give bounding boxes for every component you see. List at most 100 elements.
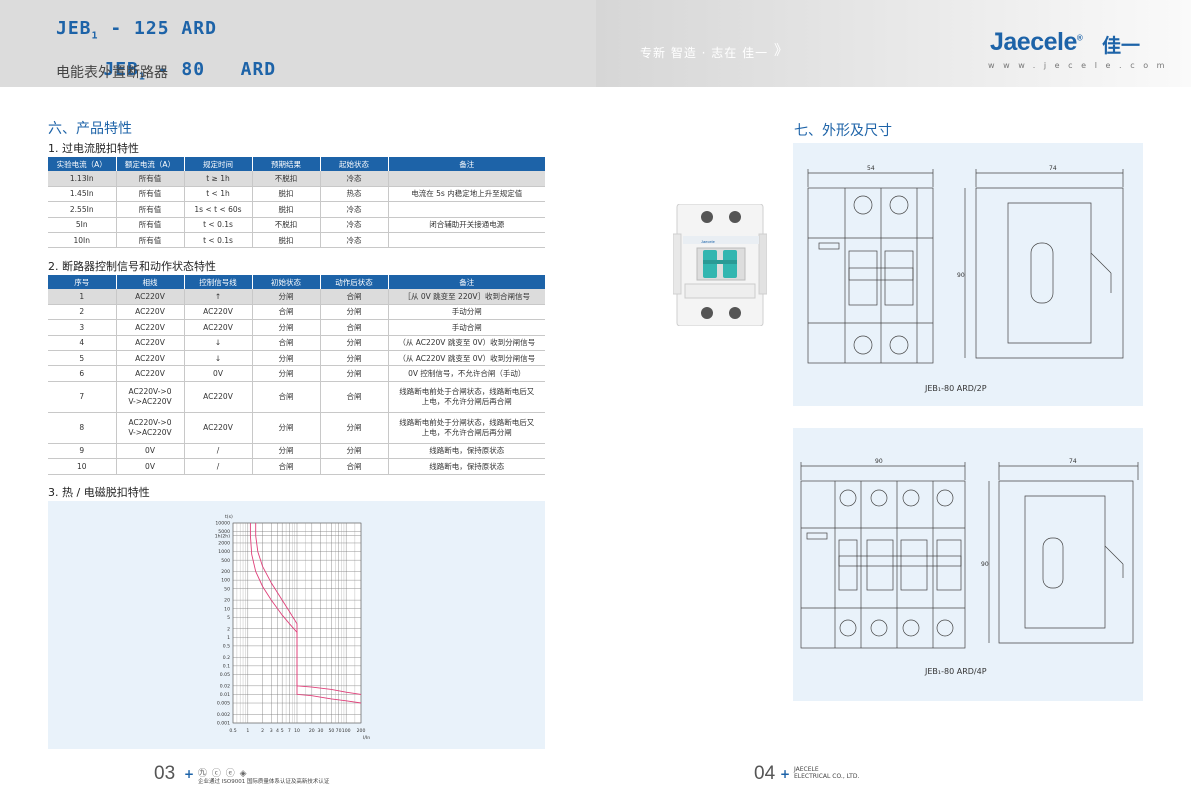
table-cell: 9	[48, 443, 117, 460]
column-header: 序号	[48, 275, 117, 289]
section7-title: 七、外形及尺寸	[794, 123, 892, 139]
y-tick-label: 50	[224, 586, 230, 592]
y-tick-label: 5	[227, 615, 230, 621]
column-header: 额定电流（A）	[116, 157, 185, 171]
x-tick-label: 7	[288, 728, 291, 734]
table-cell: 冷态	[320, 201, 389, 218]
table-cell: AC220V	[184, 412, 253, 444]
x-tick-label: 100	[342, 728, 351, 734]
table-cell: 所有值	[116, 201, 185, 218]
x-tick-label: 200	[357, 728, 366, 734]
table-cell: ［从 0V 跳变至 220V］收到合闸信号	[388, 289, 545, 305]
table-cell: 合闸	[252, 458, 321, 475]
x-tick-label: 0.5	[229, 728, 236, 734]
drawing2-depth-label: 74	[1069, 458, 1077, 465]
drawing1-depth-label: 74	[1049, 165, 1057, 172]
section6-sub3: 3. 热 / 电磁脱扣特性	[48, 486, 150, 499]
table-cell: 6	[48, 365, 117, 382]
y-tick-label: 0.05	[220, 672, 230, 678]
table-cell: 所有值	[116, 171, 185, 187]
table-cell: 0V	[116, 443, 185, 460]
table-cell	[388, 232, 545, 249]
column-header: 起始状态	[320, 157, 389, 171]
table-cell: 合闸	[320, 381, 389, 413]
table-cell: AC220V	[116, 365, 185, 382]
table-cell: AC220V->0 V->AC220V	[116, 381, 185, 413]
drawing1-height-label: 90	[957, 272, 965, 279]
table-cell: 分闸	[252, 319, 321, 336]
table-cell: 闭合辅助开关接通电源	[388, 217, 545, 234]
y-tick-label: 0.5	[223, 643, 230, 649]
drawing-4p-panel	[793, 428, 1143, 701]
table-cell: 冷态	[320, 232, 389, 249]
model-title-line2: JEB1 - 80 ARD	[103, 59, 277, 83]
table-cell: 5In	[48, 217, 117, 234]
drawing2-height-label: 90	[981, 561, 989, 568]
table-cell: 所有值	[116, 186, 185, 203]
x-tick-label: 50	[328, 728, 334, 734]
column-header: 实验电流（A）	[48, 157, 117, 171]
y-tick-label: 1	[227, 635, 230, 641]
header-left-band	[0, 0, 596, 87]
table-cell: ↓	[184, 350, 253, 367]
table-cell: 合闸	[320, 289, 389, 305]
drawing1-caption: JEB₁-80 ARD/2P	[925, 384, 987, 393]
y-tick-label: 0.01	[220, 692, 230, 698]
table-cell: /	[184, 458, 253, 475]
y-tick-label: 0.001	[217, 721, 230, 727]
y-tick-label: 1h(2h)	[215, 533, 230, 539]
table-cell: 热态	[320, 186, 389, 203]
y-tick-label: 2	[227, 626, 230, 632]
table-cell: 8	[48, 412, 117, 444]
page-number-right: 04	[754, 763, 776, 784]
table-cell: 分闸	[320, 443, 389, 460]
table-cell: 线路断电前处于合闸状态，线路断电后又 上电，不允许分闸后再合闸	[388, 381, 545, 413]
company-line1: JAECELE	[794, 766, 819, 773]
drawing-4p: 90 74 90	[800, 458, 1139, 649]
table-cell: 电流在 5s 内稳定地上升至规定值	[388, 186, 545, 203]
certification-text: 企业通过 ISO9001 国际质量体系认证及高新技术认证	[198, 779, 330, 785]
table-cell: AC220V	[184, 304, 253, 321]
table-cell: 所有值	[116, 217, 185, 234]
x-tick-label: 1	[246, 728, 249, 734]
page-number-left: 03	[154, 763, 176, 784]
table-cell: t < 0.1s	[184, 232, 253, 249]
product-brand-text: Jaecele	[701, 239, 716, 244]
table-cell: 不脱扣	[252, 171, 321, 187]
y-tick-label: 5000	[218, 529, 230, 535]
table-cell: 分闸	[252, 350, 321, 367]
y-tick-label: 0.005	[217, 701, 230, 707]
y-axis-label: t(s)	[225, 514, 233, 520]
trip-curve-2	[255, 523, 362, 704]
slogan-arrow-icon: 》	[774, 43, 788, 59]
table-cell: 5	[48, 350, 117, 367]
table-cell: AC220V	[184, 319, 253, 336]
table-cell: 脱扣	[252, 201, 321, 218]
table-cell: 分闸	[252, 443, 321, 460]
table-cell: AC220V	[116, 289, 185, 305]
table-cell: /	[184, 443, 253, 460]
x-tick-label: 4	[276, 728, 279, 734]
table-cell: 分闸	[320, 350, 389, 367]
x-tick-label: 70	[336, 728, 342, 734]
table-cell: 分闸	[320, 335, 389, 352]
table-cell: 所有值	[116, 232, 185, 249]
y-tick-label: 0.2	[223, 655, 230, 661]
table-header-row: 实验电流（A）额定电流（A）规定时间预期结果起始状态备注	[48, 157, 545, 171]
table-cell: 1	[48, 289, 117, 305]
x-tick-label: 30	[318, 728, 324, 734]
drawing-2p-panel	[793, 143, 1143, 406]
table-cell: 手动合闸	[388, 319, 545, 336]
trip-curve-1	[249, 523, 362, 695]
y-tick-label: 100	[221, 578, 230, 584]
table-cell: 合闸	[252, 304, 321, 321]
x-tick-label: 3	[270, 728, 273, 734]
